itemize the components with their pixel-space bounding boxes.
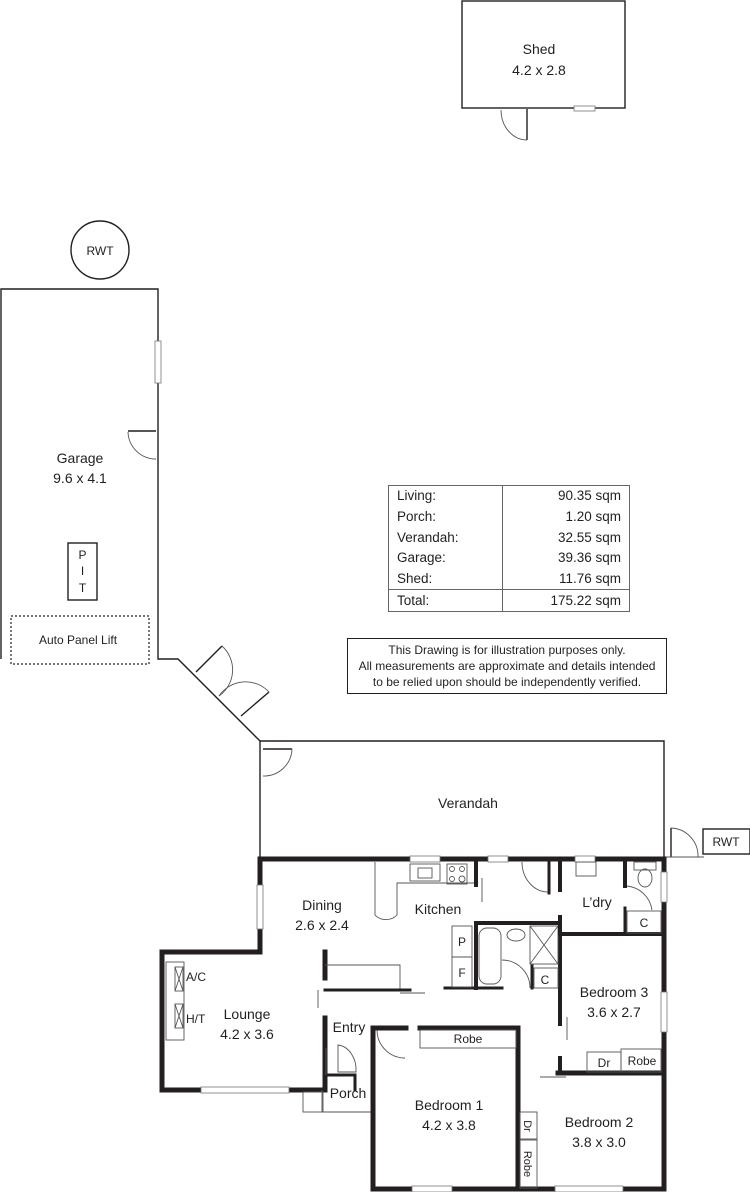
bathtub bbox=[478, 927, 502, 985]
area-row-total: Total: 175.22 sqm bbox=[389, 589, 629, 611]
area-row-garage: Garage: 39.36 sqm bbox=[389, 547, 629, 569]
garage: Garage 9.6 x 4.1 P I T Auto Panel Lift bbox=[0, 288, 270, 742]
bath-cupboard-label: C bbox=[541, 973, 550, 987]
area-label: Garage: bbox=[397, 550, 446, 566]
rwt-box bbox=[702, 828, 750, 855]
ht-label: H/T bbox=[186, 1012, 206, 1026]
pantry-label: P bbox=[458, 935, 466, 949]
ac-label: A/C bbox=[186, 970, 206, 984]
house-walls bbox=[159, 855, 668, 1192]
basin bbox=[506, 928, 526, 942]
disclaimer-line: to be relied upon should be independentl… bbox=[372, 675, 642, 689]
area-value: 90.35 sqm bbox=[501, 486, 629, 507]
area-row-verandah: Verandah: 32.55 sqm bbox=[389, 527, 629, 548]
area-value: 1.20 sqm bbox=[501, 506, 629, 528]
area-label: Living: bbox=[397, 488, 437, 504]
area-value: 11.76 sqm bbox=[501, 568, 629, 590]
porch-label: Porch bbox=[330, 1085, 367, 1101]
area-label: Shed: bbox=[397, 570, 433, 586]
svg-text:T: T bbox=[79, 581, 87, 595]
bedroom1-label: Bedroom 1 bbox=[415, 1097, 484, 1113]
bedroom2-dims: 3.8 x 3.0 bbox=[572, 1134, 626, 1150]
dining-dims: 2.6 x 2.4 bbox=[295, 917, 349, 933]
laundry-cupboard-label: C bbox=[640, 916, 649, 930]
verandah: Verandah RWT bbox=[259, 740, 750, 859]
shed: Shed 4.2 x 2.8 bbox=[461, 0, 626, 141]
area-label: Porch: bbox=[397, 508, 437, 524]
kitchen-label: Kitchen bbox=[415, 901, 462, 917]
area-total-label: Total: bbox=[389, 589, 503, 611]
bedroom2-label: Bedroom 2 bbox=[565, 1114, 634, 1130]
fridge-label: F bbox=[458, 966, 465, 980]
area-total-value: 175.22 sqm bbox=[501, 589, 629, 611]
shed-window bbox=[573, 105, 596, 112]
shed-dims: 4.2 x 2.8 bbox=[512, 62, 566, 78]
svg-text:RWT: RWT bbox=[712, 835, 740, 849]
entry-label: Entry bbox=[333, 1019, 366, 1035]
svg-text:P: P bbox=[78, 548, 86, 562]
auto-panel-lift bbox=[10, 615, 150, 665]
garage-dims: 9.6 x 4.1 bbox=[53, 470, 107, 486]
rwt-tank-label: RWT bbox=[86, 244, 114, 258]
bedroom3-robe-label: Robe bbox=[628, 1054, 657, 1068]
area-row-porch: Porch: 1.20 sqm bbox=[389, 506, 629, 528]
area-label: Verandah: bbox=[397, 529, 459, 545]
bedroom2-dr-label: Dr bbox=[521, 1120, 533, 1132]
verandah-label: Verandah bbox=[438, 795, 498, 811]
bedroom3-dr-label: Dr bbox=[598, 1056, 611, 1070]
area-row-living: Living: 90.35 sqm bbox=[389, 486, 629, 507]
bedroom3-label: Bedroom 3 bbox=[580, 984, 649, 1000]
bedroom2-robe-label: Robe bbox=[521, 1151, 533, 1177]
disclaimer-line: All measurements are approximate and det… bbox=[358, 659, 656, 673]
disclaimer-line: This Drawing is for illustration purpose… bbox=[388, 643, 626, 657]
area-summary-table: Living: 90.35 sqm Porch: 1.20 sqm Verand… bbox=[388, 485, 630, 612]
garage-double-door-a bbox=[195, 645, 223, 673]
area-value: 32.55 sqm bbox=[501, 527, 629, 548]
svg-text:Auto Panel Lift: Auto Panel Lift bbox=[39, 633, 118, 647]
bedroom1-robe-label: Robe bbox=[454, 1032, 483, 1046]
lounge-label: Lounge bbox=[224, 1006, 271, 1022]
rainwater-tank: RWT bbox=[70, 220, 130, 280]
area-value: 39.36 sqm bbox=[501, 547, 629, 569]
garage-double-door-b bbox=[240, 691, 270, 717]
svg-text:I: I bbox=[81, 564, 84, 578]
shed-label: Shed bbox=[523, 41, 556, 57]
laundry-label: L’dry bbox=[582, 894, 612, 910]
disclaimer-box: This Drawing is for illustration purpose… bbox=[347, 638, 667, 694]
area-row-shed: Shed: 11.76 sqm bbox=[389, 568, 629, 590]
lounge-dims: 4.2 x 3.6 bbox=[220, 1026, 274, 1042]
bedroom3-dims: 3.6 x 2.7 bbox=[587, 1004, 641, 1020]
pit bbox=[67, 542, 98, 601]
garage-window bbox=[154, 340, 162, 384]
bedroom1-dims: 4.2 x 3.8 bbox=[422, 1117, 476, 1133]
shower bbox=[529, 925, 559, 965]
dining-label: Dining bbox=[302, 897, 342, 913]
garage-label: Garage bbox=[57, 450, 104, 466]
